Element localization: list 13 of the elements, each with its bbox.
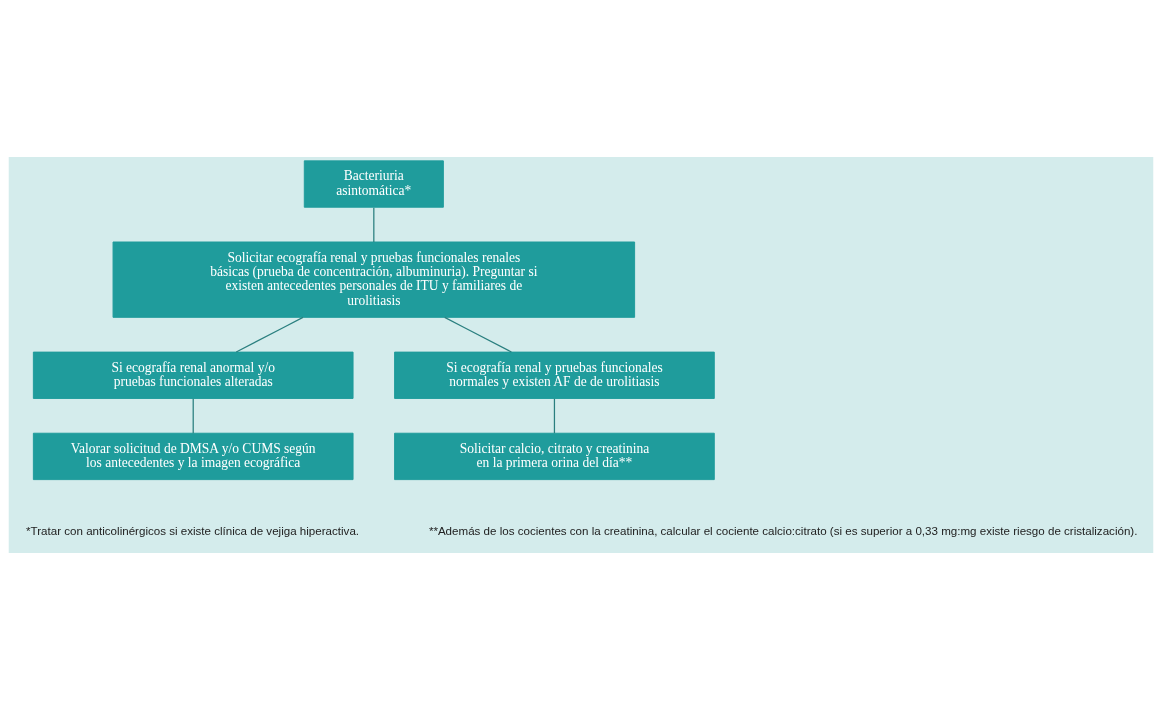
connector <box>192 398 194 434</box>
label: **Además de los cocientes con la creatinina, calcular el cociente calcio:citrato (si es superior a 0,33 mg:mg existe riesgo de cristalización). <box>428 524 1138 537</box>
node-box: Solicitar ecografía renal y pruebas funcionales renales básicas (prueba de concentración, albuminuria). Preguntar si existen antecedentes personales de ITU y familiares de urolitiasis <box>112 241 636 318</box>
label: *Tratar con anticolinérgicos si existe clínica de vejiga hiperactiva. <box>26 524 360 537</box>
connector <box>373 207 375 243</box>
node-box: Si ecografía renal anormal y/o pruebas funcionales alteradas <box>32 351 354 399</box>
node-box: Si ecografía renal y pruebas funcionales normales y existen AF de de urolitiasis <box>394 351 715 399</box>
node-box: Solicitar calcio, citrato y creatinina en la primera orina del día** <box>394 432 715 481</box>
connector <box>235 316 304 353</box>
connector <box>444 316 513 353</box>
connector <box>553 398 556 434</box>
node-box: Bacteriuria asintomática* <box>303 160 444 208</box>
node-box: Valorar solicitud de DMSA y/o CUMS según los antecedentes y la imagen ecográfica <box>32 432 354 481</box>
